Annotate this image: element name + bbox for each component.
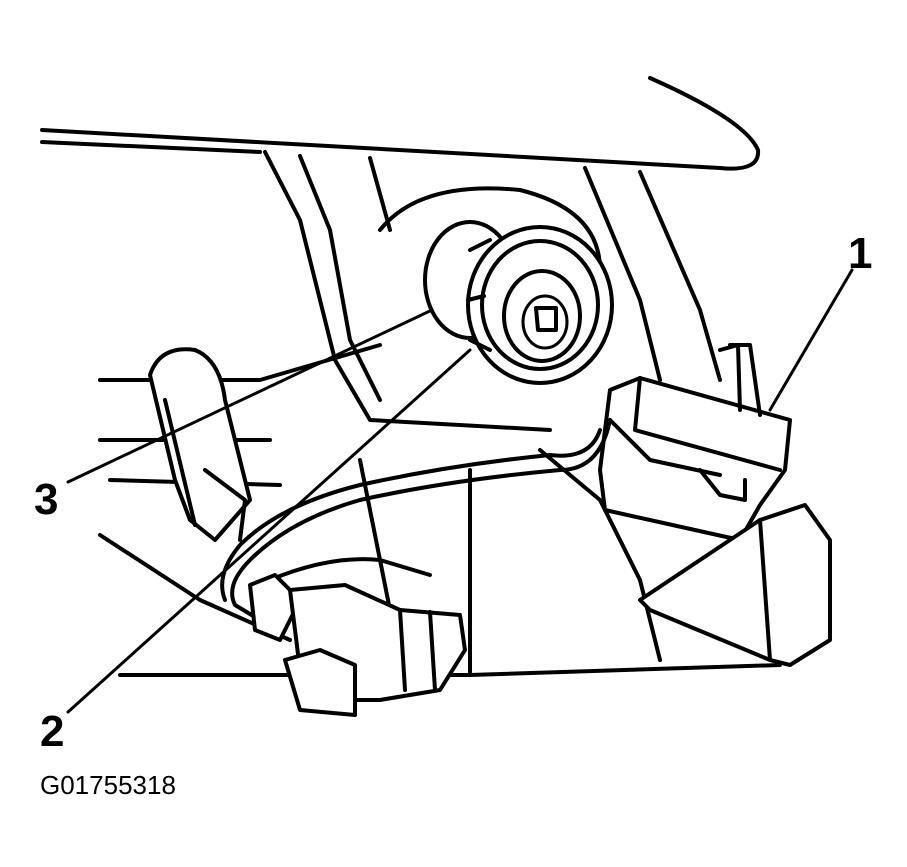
lock-cylinder (466, 225, 614, 385)
lower-bracket (638, 503, 832, 667)
leader-line-2 (66, 348, 472, 714)
leader-lines (66, 268, 854, 714)
latch-clip (148, 347, 252, 542)
wiring-harness (220, 418, 612, 622)
leader-line-1 (768, 268, 854, 412)
callout-3: 3 (34, 475, 59, 524)
dash-trim-panel (40, 76, 761, 171)
callout-2: 2 (40, 707, 65, 756)
callout-1: 1 (848, 229, 873, 278)
figure-id: G01755318 (40, 770, 176, 800)
harness-connector (248, 573, 467, 717)
leader-line-3 (66, 308, 434, 484)
ignition-switch (598, 343, 792, 542)
